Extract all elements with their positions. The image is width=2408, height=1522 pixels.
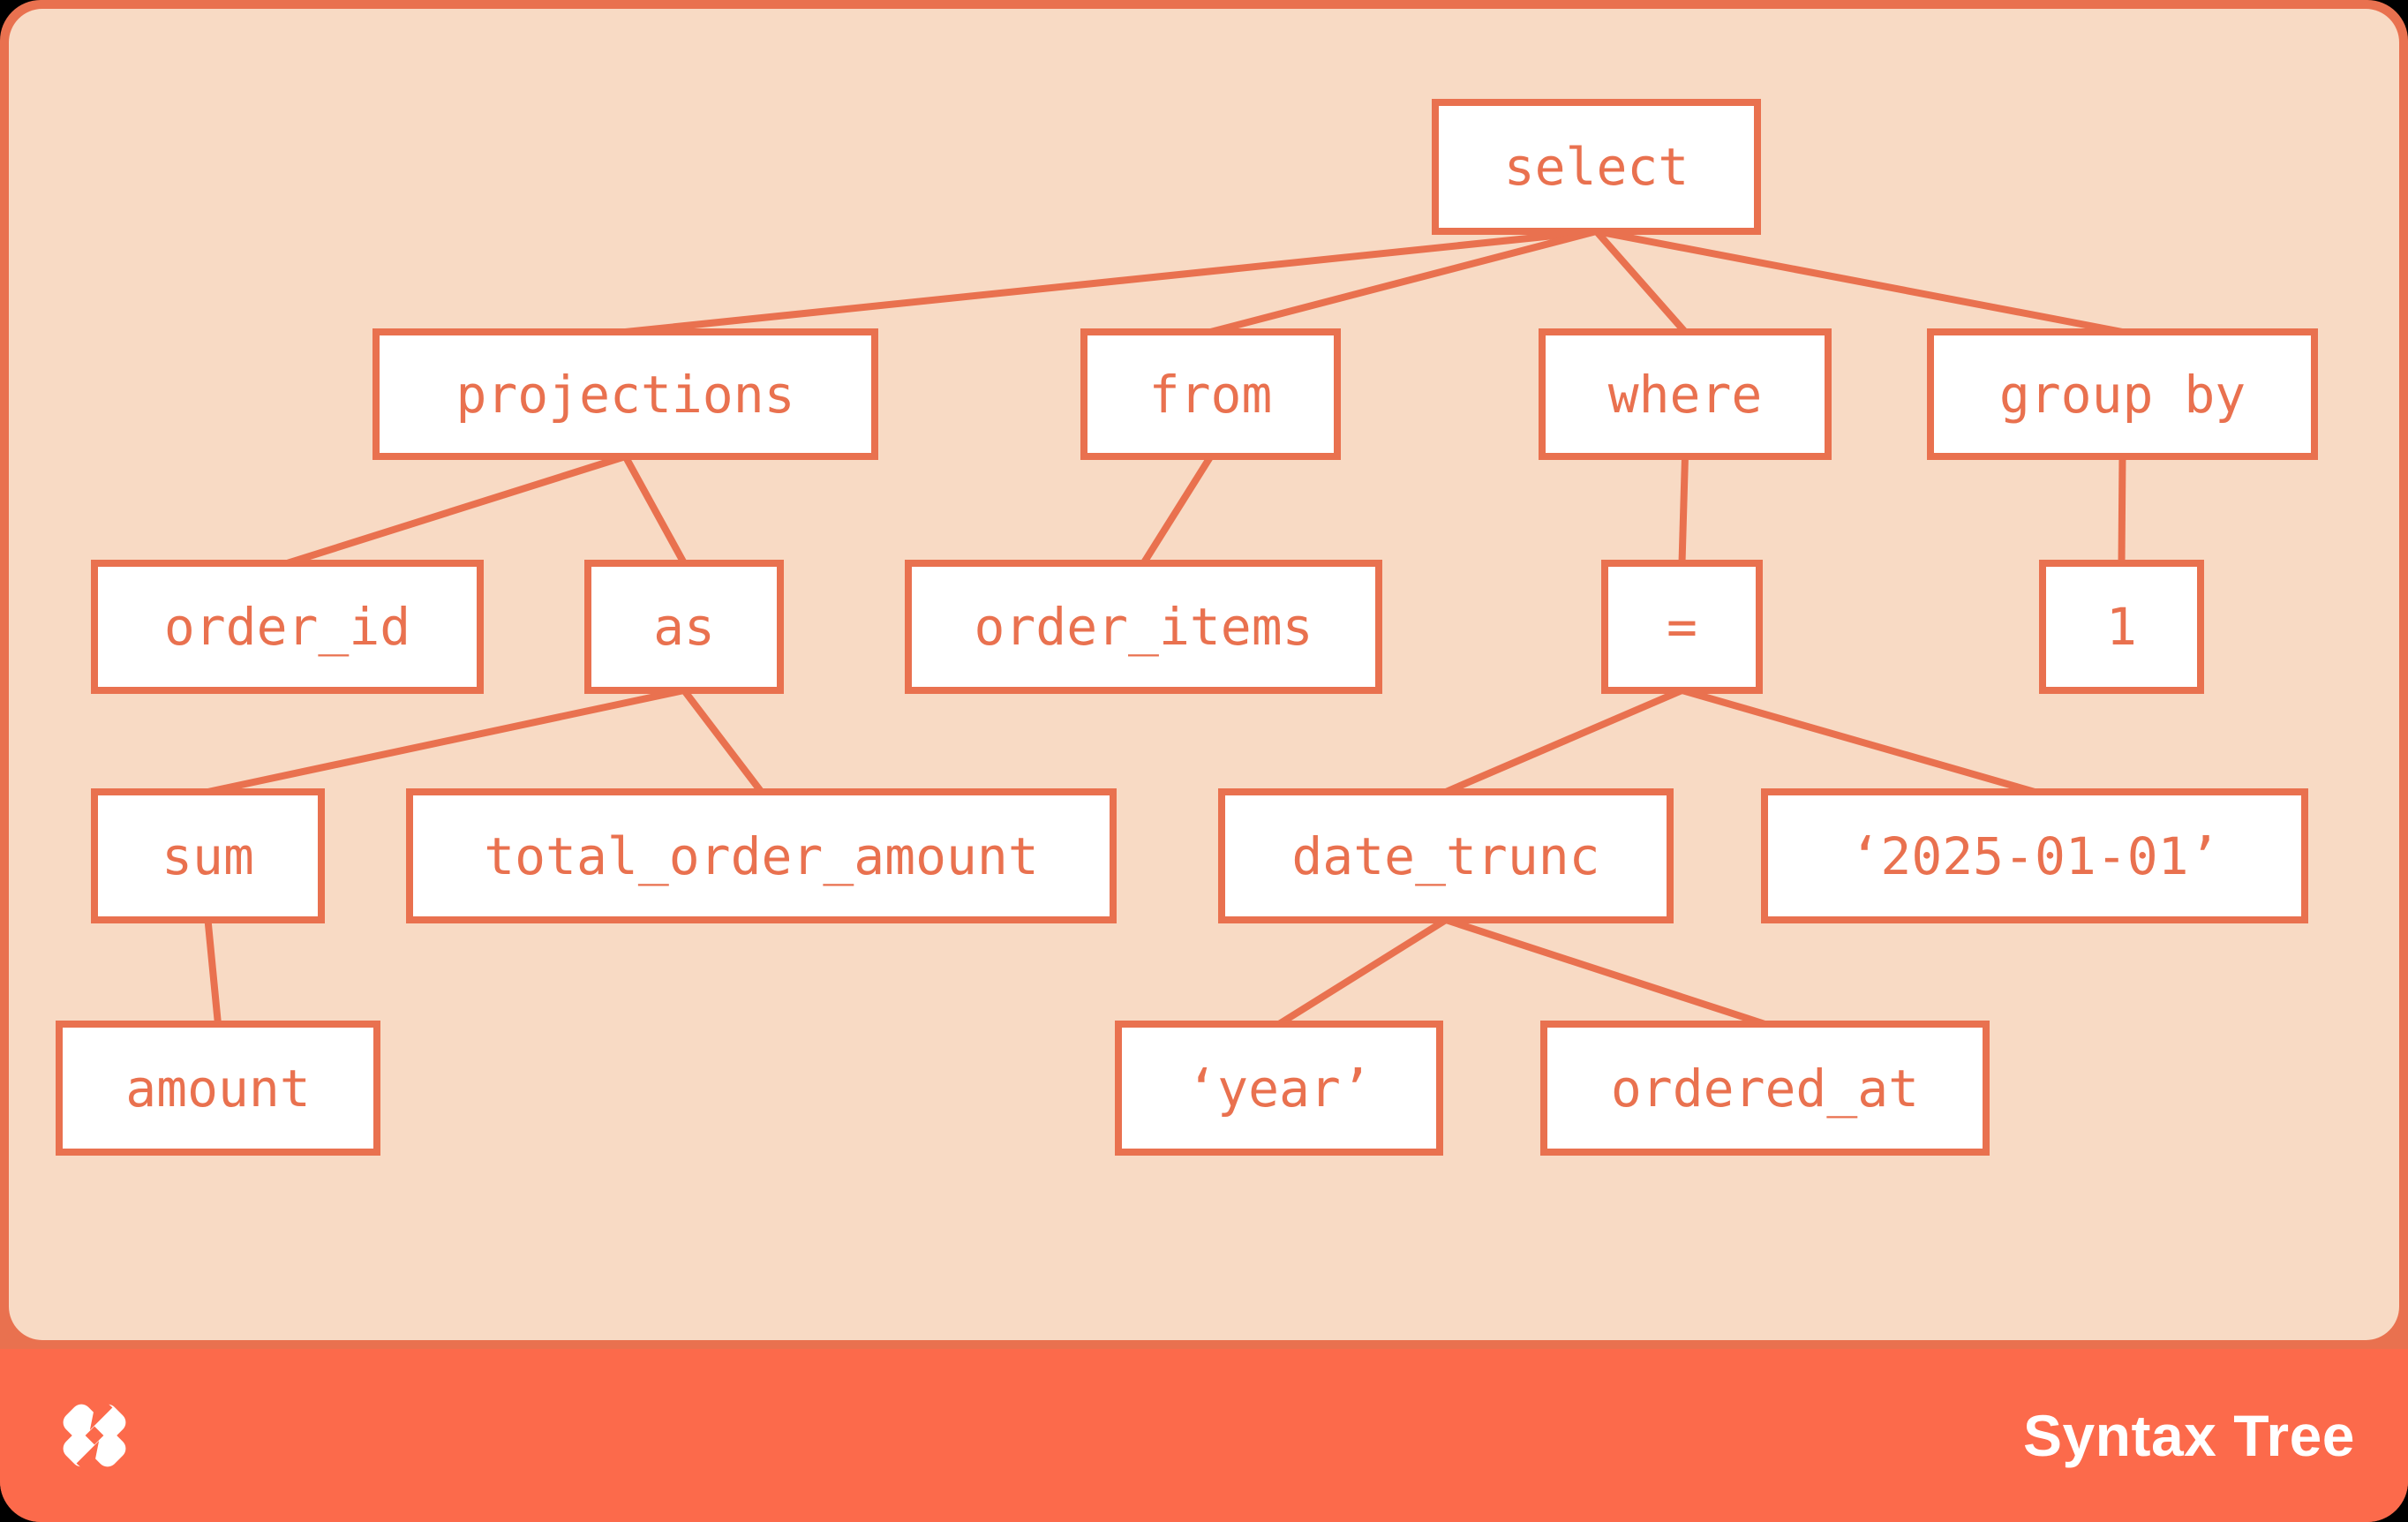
tree-node-ordered_at: ordered_at <box>1540 1021 1990 1156</box>
tree-node-total_order_amount: total_order_amount <box>406 788 1117 923</box>
tree-node-amount: amount <box>56 1021 380 1156</box>
tree-node-sum: sum <box>91 788 325 923</box>
tree-node-from: from <box>1080 328 1341 460</box>
tree-node-order_items: order_items <box>905 560 1382 694</box>
tree-node-one: 1 <box>2039 560 2204 694</box>
footer-title: Syntax Tree <box>2022 1403 2355 1468</box>
tree-node-year_literal: ‘year’ <box>1115 1021 1443 1156</box>
footer-bar: Syntax Tree <box>0 1349 2408 1522</box>
tree-node-select: select <box>1432 99 1761 235</box>
tree-node-where: where <box>1539 328 1832 460</box>
tree-node-order_id: order_id <box>91 560 484 694</box>
tree-node-date_trunc: date_trunc <box>1218 788 1674 923</box>
tree-node-projections: projections <box>372 328 878 460</box>
tree-node-eq: = <box>1601 560 1763 694</box>
tree-node-date_literal: ‘2025-01-01’ <box>1761 788 2308 923</box>
tree-node-as: as <box>584 560 784 694</box>
brand-logo-icon <box>63 1394 126 1477</box>
tree-node-group_by: group by <box>1927 328 2318 460</box>
